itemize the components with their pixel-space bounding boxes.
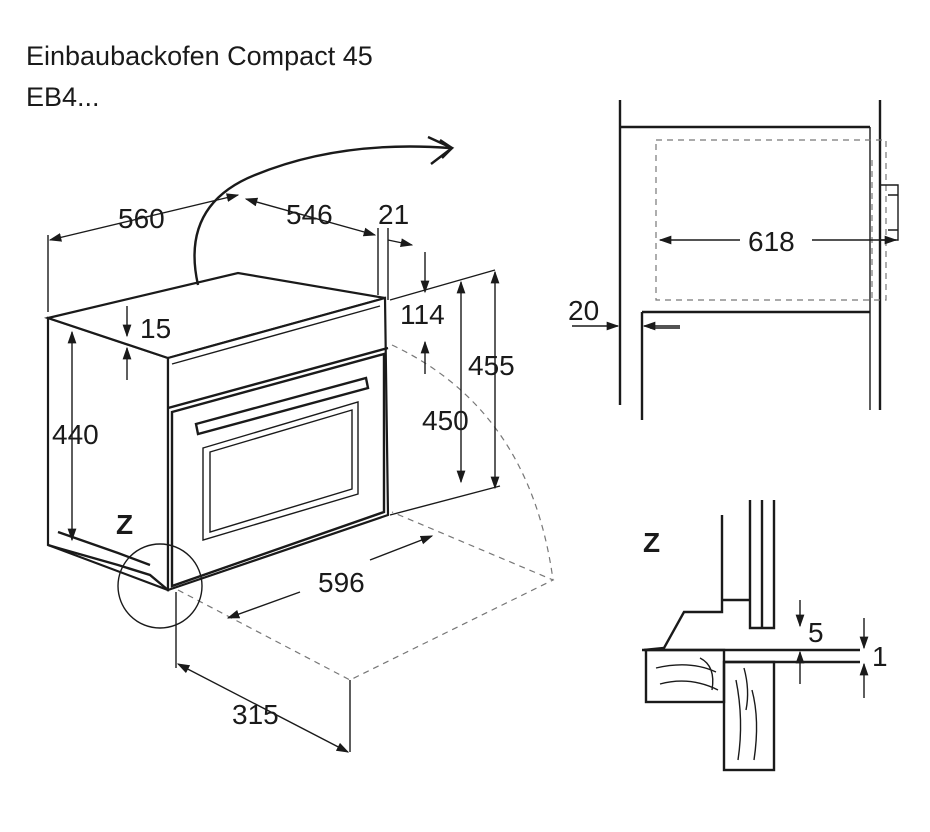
detail-z-view: Z 5 1 xyxy=(642,500,888,772)
door-swing-arc xyxy=(391,344,554,581)
detail-z-title: Z xyxy=(643,527,660,558)
dimension-560: 560 xyxy=(47,193,240,312)
dimension-315: 315 xyxy=(175,592,351,753)
dim-15-label: 15 xyxy=(140,313,171,344)
dim-315-label: 315 xyxy=(232,699,279,730)
control-panel xyxy=(167,346,389,410)
front-knob xyxy=(880,184,899,241)
dim-546-label: 546 xyxy=(286,199,333,230)
dim-455-label: 455 xyxy=(468,350,515,381)
detail-z-label: Z xyxy=(116,509,133,540)
oven-door xyxy=(170,352,386,588)
oven-isometric-view xyxy=(43,271,555,681)
oven-front xyxy=(166,296,390,592)
dim-114-label: 114 xyxy=(400,299,445,330)
model-number: EB4... xyxy=(26,82,100,112)
dimension-15: 15 xyxy=(122,306,171,380)
dimension-440: 440 xyxy=(52,330,99,542)
dimension-21: 21 xyxy=(378,199,414,300)
detail-z-callout: Z xyxy=(116,509,203,629)
dim-450-label: 450 xyxy=(422,405,469,436)
cabinet-support xyxy=(722,660,776,772)
oven-base xyxy=(47,543,169,591)
dimension-450: 450 xyxy=(422,280,469,484)
dim-618-label: 618 xyxy=(748,226,795,257)
diagram-title: Einbaubackofen Compact 45 xyxy=(26,41,373,71)
dim-560-label: 560 xyxy=(118,203,165,234)
dimension-596: 596 xyxy=(226,535,434,619)
oven-outline-dashed xyxy=(655,139,887,301)
dim-5-label: 5 xyxy=(808,617,824,648)
dim-440-label: 440 xyxy=(52,419,99,450)
dim-20-label: 20 xyxy=(568,295,599,326)
dim-21-label: 21 xyxy=(378,199,409,230)
dim-596-label: 596 xyxy=(318,567,365,598)
dimension-114: 114 xyxy=(400,252,445,374)
floor-outline xyxy=(177,511,555,681)
dimension-455: 455 xyxy=(389,269,515,516)
dimension-546: 546 xyxy=(244,197,379,295)
door-window xyxy=(202,401,359,541)
dim-1-label: 1 xyxy=(872,641,888,672)
side-section-view: 618 20 xyxy=(568,100,899,420)
door-handle xyxy=(194,376,370,436)
detail-circle xyxy=(117,543,203,629)
